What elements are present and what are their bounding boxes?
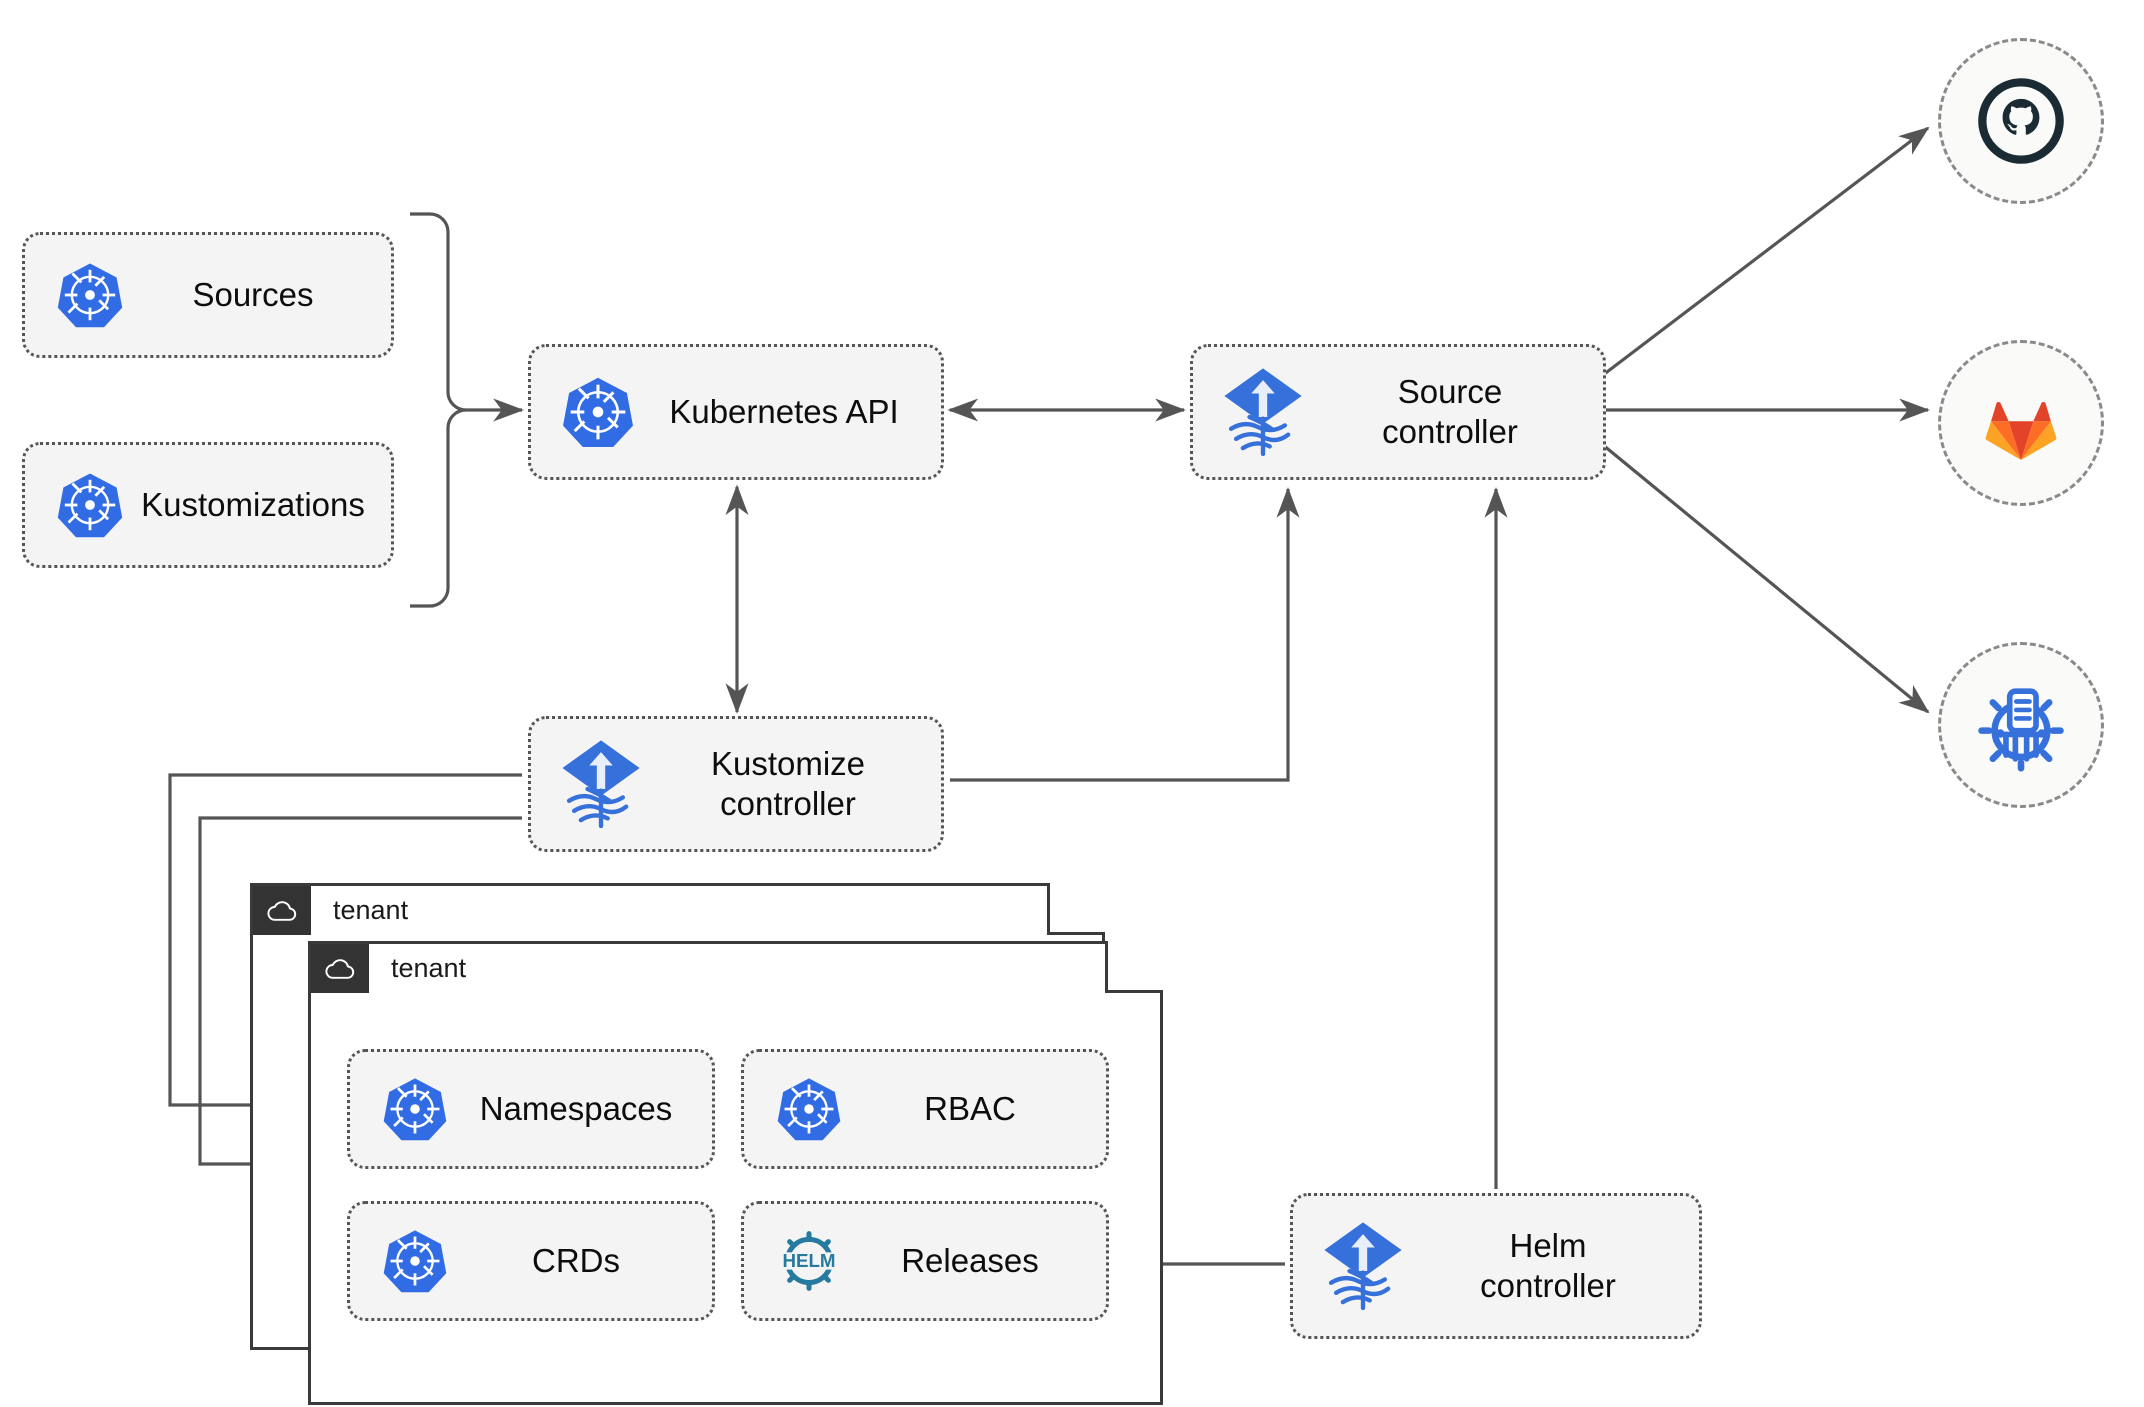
wire-kustomize-source xyxy=(950,487,1300,782)
kubernetes-icon xyxy=(770,1075,848,1143)
flux-icon xyxy=(553,737,649,831)
helm-icon: HELM xyxy=(770,1225,848,1297)
cloud-icon xyxy=(253,886,311,935)
flux-icon xyxy=(1315,1219,1411,1313)
tenant-label: tenant xyxy=(391,953,467,983)
node-releases[interactable]: HELM Releases xyxy=(741,1201,1109,1321)
tenant-front[interactable]: tenant Name xyxy=(308,941,1163,1405)
node-label: Kubernetes API xyxy=(669,392,899,430)
wire-source-github xyxy=(1602,126,1930,377)
external-github[interactable] xyxy=(1938,38,2104,204)
kubernetes-icon xyxy=(555,374,641,450)
node-crds[interactable]: CRDs xyxy=(347,1201,715,1321)
tenant-titlebar: tenant xyxy=(308,941,1108,993)
node-label: Releases xyxy=(901,1241,1039,1279)
node-label: Source controller xyxy=(1382,372,1518,450)
node-label: Kustomizations xyxy=(141,485,365,523)
github-icon xyxy=(1978,78,2064,164)
node-kustomize-controller[interactable]: Kustomize controller xyxy=(528,716,944,852)
kubernetes-icon xyxy=(376,1227,454,1295)
tenant-titlebar: tenant xyxy=(250,883,1050,935)
node-label: CRDs xyxy=(532,1241,620,1279)
node-label: RBAC xyxy=(924,1089,1016,1127)
gitlab-icon xyxy=(1985,401,2057,460)
node-kustomizations[interactable]: Kustomizations xyxy=(22,442,394,568)
node-helm-controller[interactable]: Helm controller xyxy=(1290,1193,1702,1339)
node-label: Sources xyxy=(192,275,314,313)
helm-registry-icon xyxy=(1978,688,2064,772)
node-label: Helm controller xyxy=(1480,1226,1616,1304)
kubernetes-icon xyxy=(51,260,129,330)
node-kubernetes-api[interactable]: Kubernetes API xyxy=(528,344,944,480)
kubernetes-icon xyxy=(376,1075,454,1143)
kubernetes-icon xyxy=(51,470,129,540)
tenant-label: tenant xyxy=(333,895,409,925)
external-helm-registry[interactable] xyxy=(1938,642,2104,808)
node-rbac[interactable]: RBAC xyxy=(741,1049,1109,1169)
node-source-controller[interactable]: Source controller xyxy=(1190,344,1606,480)
node-label: Namespaces xyxy=(479,1089,673,1127)
node-label: Kustomize controller xyxy=(710,744,866,822)
external-gitlab[interactable] xyxy=(1938,340,2104,506)
flux-icon xyxy=(1215,365,1311,459)
wire-source-registry xyxy=(1601,443,1930,714)
resources-brace xyxy=(410,212,467,608)
node-sources[interactable]: Sources xyxy=(22,232,394,358)
cloud-icon xyxy=(311,944,369,993)
node-namespaces[interactable]: Namespaces xyxy=(347,1049,715,1169)
svg-text:HELM: HELM xyxy=(782,1250,835,1271)
